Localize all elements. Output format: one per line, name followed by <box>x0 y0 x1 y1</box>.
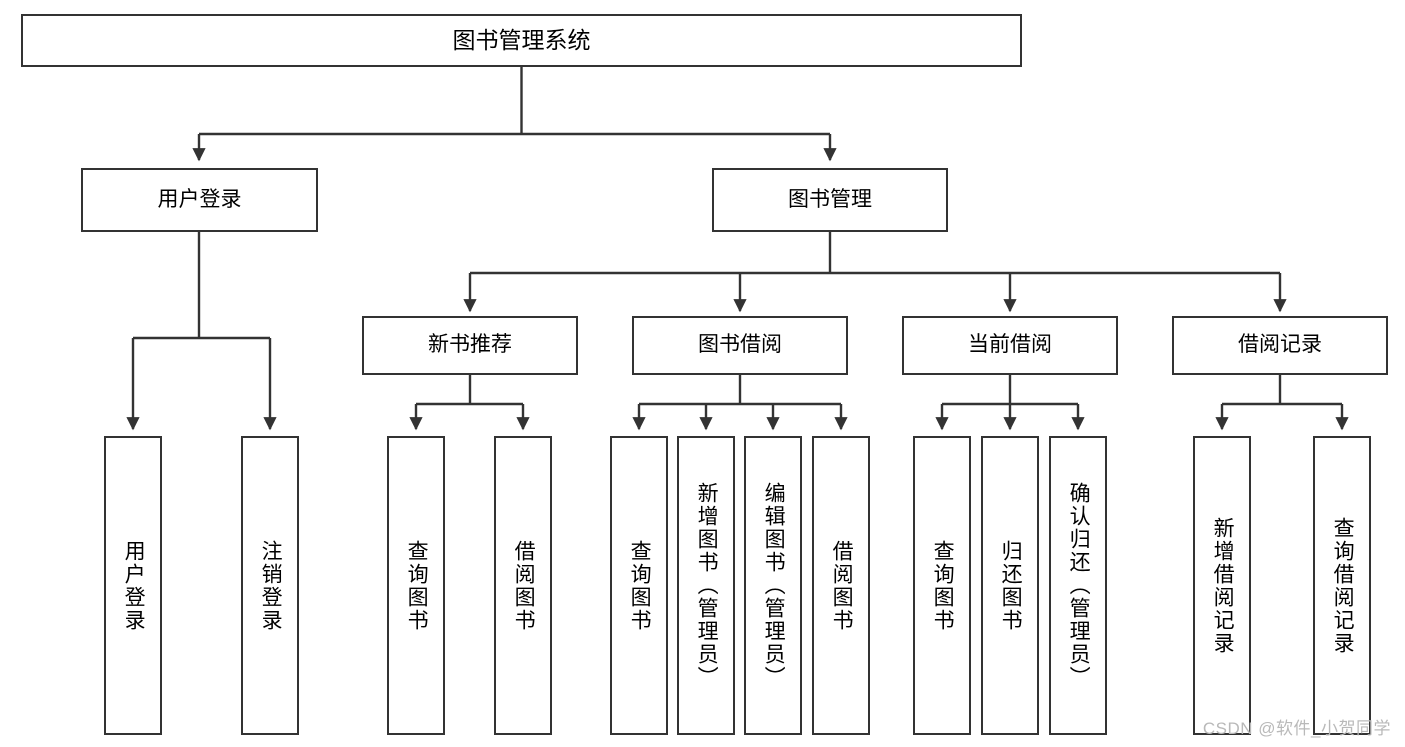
leaf-query-book-3-label: 查询图书 <box>931 539 955 632</box>
leaf-borrow-book-1[interactable]: 借阅图书 <box>494 436 552 735</box>
node-borrow-record-label: 借阅记录 <box>1238 333 1322 357</box>
node-book-manage[interactable]: 图书管理 <box>712 168 948 232</box>
leaf-query-book-2[interactable]: 查询图书 <box>610 436 668 735</box>
leaf-confirm-return-label: 确认归还（管理员） <box>1067 482 1091 689</box>
leaf-borrow-book-2-label: 借阅图书 <box>830 539 854 632</box>
node-new-book-recommend-label: 新书推荐 <box>428 333 512 357</box>
watermark: CSDN @软件_小贺同学 <box>1202 719 1391 738</box>
node-root[interactable]: 图书管理系统 <box>21 14 1022 67</box>
leaf-logout[interactable]: 注销登录 <box>241 436 299 735</box>
node-book-manage-label: 图书管理 <box>788 187 872 211</box>
leaf-user-login-label: 用户登录 <box>122 539 146 632</box>
leaf-add-book[interactable]: 新增图书（管理员） <box>677 436 735 735</box>
leaf-query-record-label: 查询借阅记录 <box>1331 516 1355 655</box>
leaf-user-login[interactable]: 用户登录 <box>104 436 162 735</box>
leaf-logout-label: 注销登录 <box>259 539 283 632</box>
leaf-borrow-book-1-label: 借阅图书 <box>512 539 536 632</box>
node-current-borrow[interactable]: 当前借阅 <box>902 316 1118 375</box>
leaf-return-book[interactable]: 归还图书 <box>981 436 1039 735</box>
leaf-add-book-label: 新增图书（管理员） <box>695 482 719 689</box>
leaf-return-book-label: 归还图书 <box>999 539 1023 632</box>
leaf-query-book-1[interactable]: 查询图书 <box>387 436 445 735</box>
leaf-query-record[interactable]: 查询借阅记录 <box>1313 436 1371 735</box>
leaf-borrow-book-2[interactable]: 借阅图书 <box>812 436 870 735</box>
leaf-query-book-1-label: 查询图书 <box>405 539 429 632</box>
leaf-edit-book[interactable]: 编辑图书（管理员） <box>744 436 802 735</box>
leaf-query-book-2-label: 查询图书 <box>628 539 652 632</box>
node-root-label: 图书管理系统 <box>452 27 591 54</box>
node-book-borrow[interactable]: 图书借阅 <box>632 316 848 375</box>
leaf-confirm-return[interactable]: 确认归还（管理员） <box>1049 436 1107 735</box>
node-current-borrow-label: 当前借阅 <box>968 333 1052 357</box>
node-borrow-record[interactable]: 借阅记录 <box>1172 316 1388 375</box>
leaf-add-record-label: 新增借阅记录 <box>1211 516 1235 655</box>
node-user-login[interactable]: 用户登录 <box>81 168 318 232</box>
leaf-query-book-3[interactable]: 查询图书 <box>913 436 971 735</box>
leaf-edit-book-label: 编辑图书（管理员） <box>762 482 786 689</box>
node-new-book-recommend[interactable]: 新书推荐 <box>362 316 578 375</box>
node-user-login-label: 用户登录 <box>157 187 242 211</box>
leaf-add-record[interactable]: 新增借阅记录 <box>1193 436 1251 735</box>
node-book-borrow-label: 图书借阅 <box>698 333 782 357</box>
